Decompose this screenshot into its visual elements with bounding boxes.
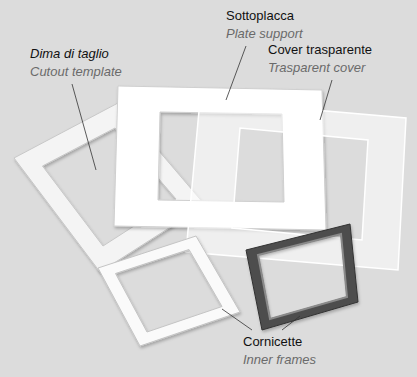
part-name-english: Inner frames <box>243 352 316 368</box>
leader-line <box>226 46 246 100</box>
leader-line <box>222 309 252 330</box>
leader-line <box>72 84 96 170</box>
part-name: Sottoplacca <box>226 8 294 24</box>
part-name: Dima di taglio <box>30 46 109 62</box>
leader-line <box>282 316 300 330</box>
inner-frame-dark-bevel <box>258 234 347 319</box>
part-name-english: Plate support <box>226 26 303 42</box>
part-name: Cover trasparente <box>268 42 372 58</box>
part-name-english: Trasparent cover <box>268 60 365 76</box>
leader-line <box>320 80 332 120</box>
part-name: Cornicette <box>243 334 302 350</box>
inner-frame-dark <box>246 224 358 330</box>
part-name-english: Cutout template <box>30 64 122 80</box>
inner-frame-white <box>98 236 240 346</box>
